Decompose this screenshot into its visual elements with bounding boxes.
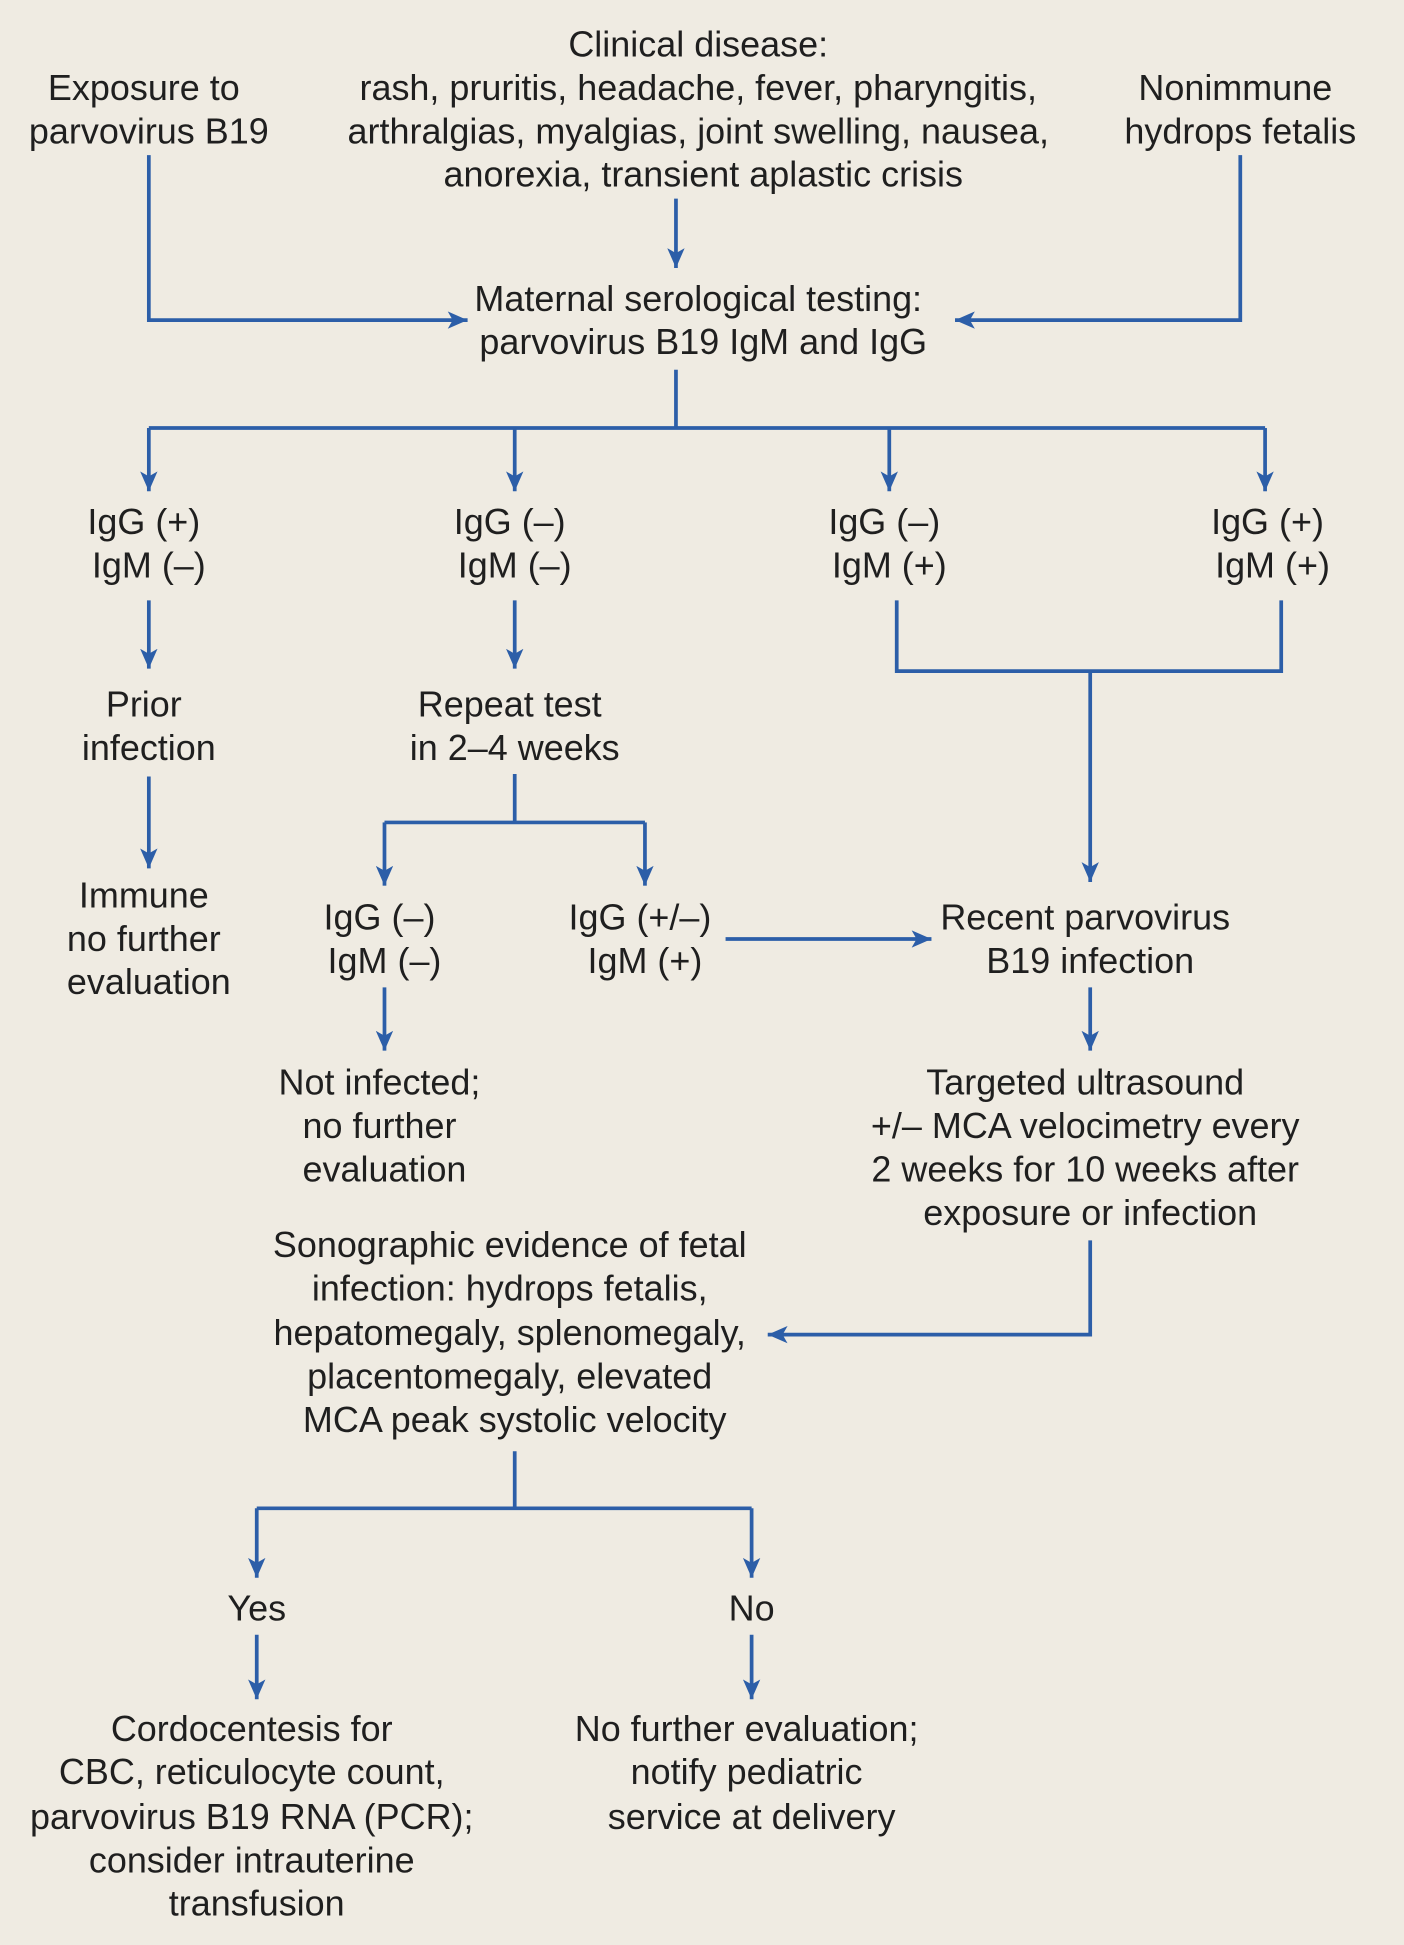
node-cordocentesis-line: CBC, reticulocyte count,: [59, 1751, 445, 1792]
node-maternal-testing: Maternal serological testing: parvovirus…: [474, 277, 932, 361]
node-immune-line: Immune: [79, 874, 209, 915]
node-sonographic-evidence-line: Sonographic evidence of fetal: [273, 1224, 747, 1265]
node-repeat-test-line: in 2–4 weeks: [410, 726, 620, 767]
node-result-igg-neg-igm-neg: IgG (–) IgM (–): [454, 501, 576, 585]
node-repeat-result-line: IgG (+/–): [569, 896, 712, 937]
node-not-infected-line: Not infected;: [279, 1061, 481, 1102]
node-targeted-ultrasound-line: Targeted ultrasound: [926, 1061, 1244, 1102]
node-prior-infection-line: infection: [82, 726, 216, 767]
node-prior-infection: Prior infection: [82, 683, 216, 767]
node-repeat-result-line: IgG (–): [324, 896, 436, 937]
node-targeted-ultrasound: Targeted ultrasound +/– MCA velocimetry …: [871, 1061, 1310, 1232]
node-sonographic-evidence-line: MCA peak systolic velocity: [303, 1399, 727, 1440]
node-no-further-evaluation-line: notify pediatric: [631, 1751, 863, 1792]
node-yes: Yes: [227, 1587, 286, 1628]
nodes: Clinical disease: rash, pruritis, headac…: [29, 23, 1356, 1923]
node-result-line: IgG (–): [828, 501, 940, 542]
node-clinical-disease-line: rash, pruritis, headache, fever, pharyng…: [359, 66, 1036, 107]
connectors: [140, 155, 1284, 1700]
node-maternal-testing-line: Maternal serological testing:: [474, 277, 922, 318]
node-nonimmune: Nonimmune hydrops fetalis: [1124, 66, 1356, 150]
node-exposure-line: parvovirus B19: [29, 110, 269, 151]
node-targeted-ultrasound-line: exposure or infection: [923, 1191, 1257, 1232]
node-repeat-test-line: Repeat test: [418, 683, 602, 724]
node-sonographic-evidence-line: placentomegaly, elevated: [307, 1355, 712, 1396]
node-yes-label: Yes: [227, 1587, 286, 1628]
node-targeted-ultrasound-line: 2 weeks for 10 weeks after: [871, 1148, 1299, 1189]
connector-exposure-to-testing: [146, 155, 468, 329]
node-result-igg-neg-igm-pos: IgG (–) IgM (+): [828, 501, 950, 585]
node-exposure-line: Exposure to: [48, 66, 240, 107]
node-no-label: No: [729, 1587, 775, 1628]
node-nonimmune-line: Nonimmune: [1138, 66, 1332, 107]
connector-results-3-4-merge: [894, 600, 1284, 673]
node-recent-infection-line: Recent parvovirus: [940, 896, 1230, 937]
node-recent-infection-line: B19 infection: [986, 940, 1194, 981]
node-repeat-igg-pm-igm-pos: IgG (+/–) IgM (+): [569, 896, 722, 980]
node-result-igg-pos-igm-pos: IgG (+) IgM (+): [1211, 501, 1334, 585]
node-not-infected-line: evaluation: [303, 1148, 467, 1189]
node-sonographic-evidence-line: infection: hydrops fetalis,: [312, 1267, 708, 1308]
node-cordocentesis-line: consider intrauterine: [89, 1839, 415, 1880]
node-sonographic-evidence: Sonographic evidence of fetal infection:…: [273, 1224, 757, 1440]
node-result-line: IgM (+): [1215, 544, 1330, 585]
node-repeat-igg-neg-igm-neg: IgG (–) IgM (–): [324, 896, 446, 980]
node-maternal-testing-line: parvovirus B19 IgM and IgG: [479, 321, 927, 362]
node-recent-infection: Recent parvovirus B19 infection: [940, 896, 1240, 980]
node-clinical-disease: Clinical disease: rash, pruritis, headac…: [348, 23, 1059, 194]
node-cordocentesis-line: transfusion: [169, 1882, 345, 1923]
node-cordocentesis-line: parvovirus B19 RNA (PCR);: [30, 1795, 474, 1836]
node-immune: Immune no further evaluation: [67, 874, 231, 1002]
node-nonimmune-line: hydrops fetalis: [1124, 110, 1356, 151]
connector-nonimmune-to-testing: [955, 155, 1243, 329]
node-cordocentesis-line: Cordocentesis for: [111, 1707, 393, 1748]
node-immune-line: evaluation: [67, 961, 231, 1002]
node-exposure: Exposure to parvovirus B19: [29, 66, 269, 150]
node-clinical-disease-line: arthralgias, myalgias, joint swelling, n…: [348, 110, 1049, 151]
node-clinical-disease-line: anorexia, transient aplastic crisis: [443, 153, 963, 194]
node-repeat-test: Repeat test in 2–4 weeks: [410, 683, 620, 767]
node-targeted-ultrasound-line: +/– MCA velocimetry every: [871, 1105, 1300, 1146]
node-cordocentesis: Cordocentesis for CBC, reticulocyte coun…: [30, 1707, 484, 1923]
node-no: No: [729, 1587, 775, 1628]
node-no-further-evaluation-line: service at delivery: [608, 1795, 896, 1836]
node-result-line: IgG (+): [87, 501, 200, 542]
node-result-line: IgM (–): [458, 544, 572, 585]
node-immune-line: no further: [67, 917, 221, 958]
node-result-line: IgM (+): [832, 544, 947, 585]
node-clinical-disease-line: Clinical disease:: [568, 23, 828, 64]
node-result-line: IgG (–): [454, 501, 566, 542]
node-sonographic-evidence-line: hepatomegaly, splenomegaly,: [274, 1312, 746, 1353]
node-no-further-evaluation-line: No further evaluation;: [575, 1707, 919, 1748]
node-not-infected-line: no further: [303, 1105, 457, 1146]
node-result-line: IgG (+): [1211, 501, 1324, 542]
node-repeat-result-line: IgM (+): [588, 940, 703, 981]
node-not-infected: Not infected; no further evaluation: [279, 1061, 491, 1189]
node-repeat-result-line: IgM (–): [328, 940, 442, 981]
node-prior-infection-line: Prior: [106, 683, 182, 724]
connector-ultrasound-to-sonographic: [767, 1240, 1093, 1344]
node-result-line: IgM (–): [92, 544, 206, 585]
node-result-igg-pos-igm-neg: IgG (+) IgM (–): [87, 501, 210, 585]
node-no-further-evaluation: No further evaluation; notify pediatric …: [575, 1707, 929, 1836]
